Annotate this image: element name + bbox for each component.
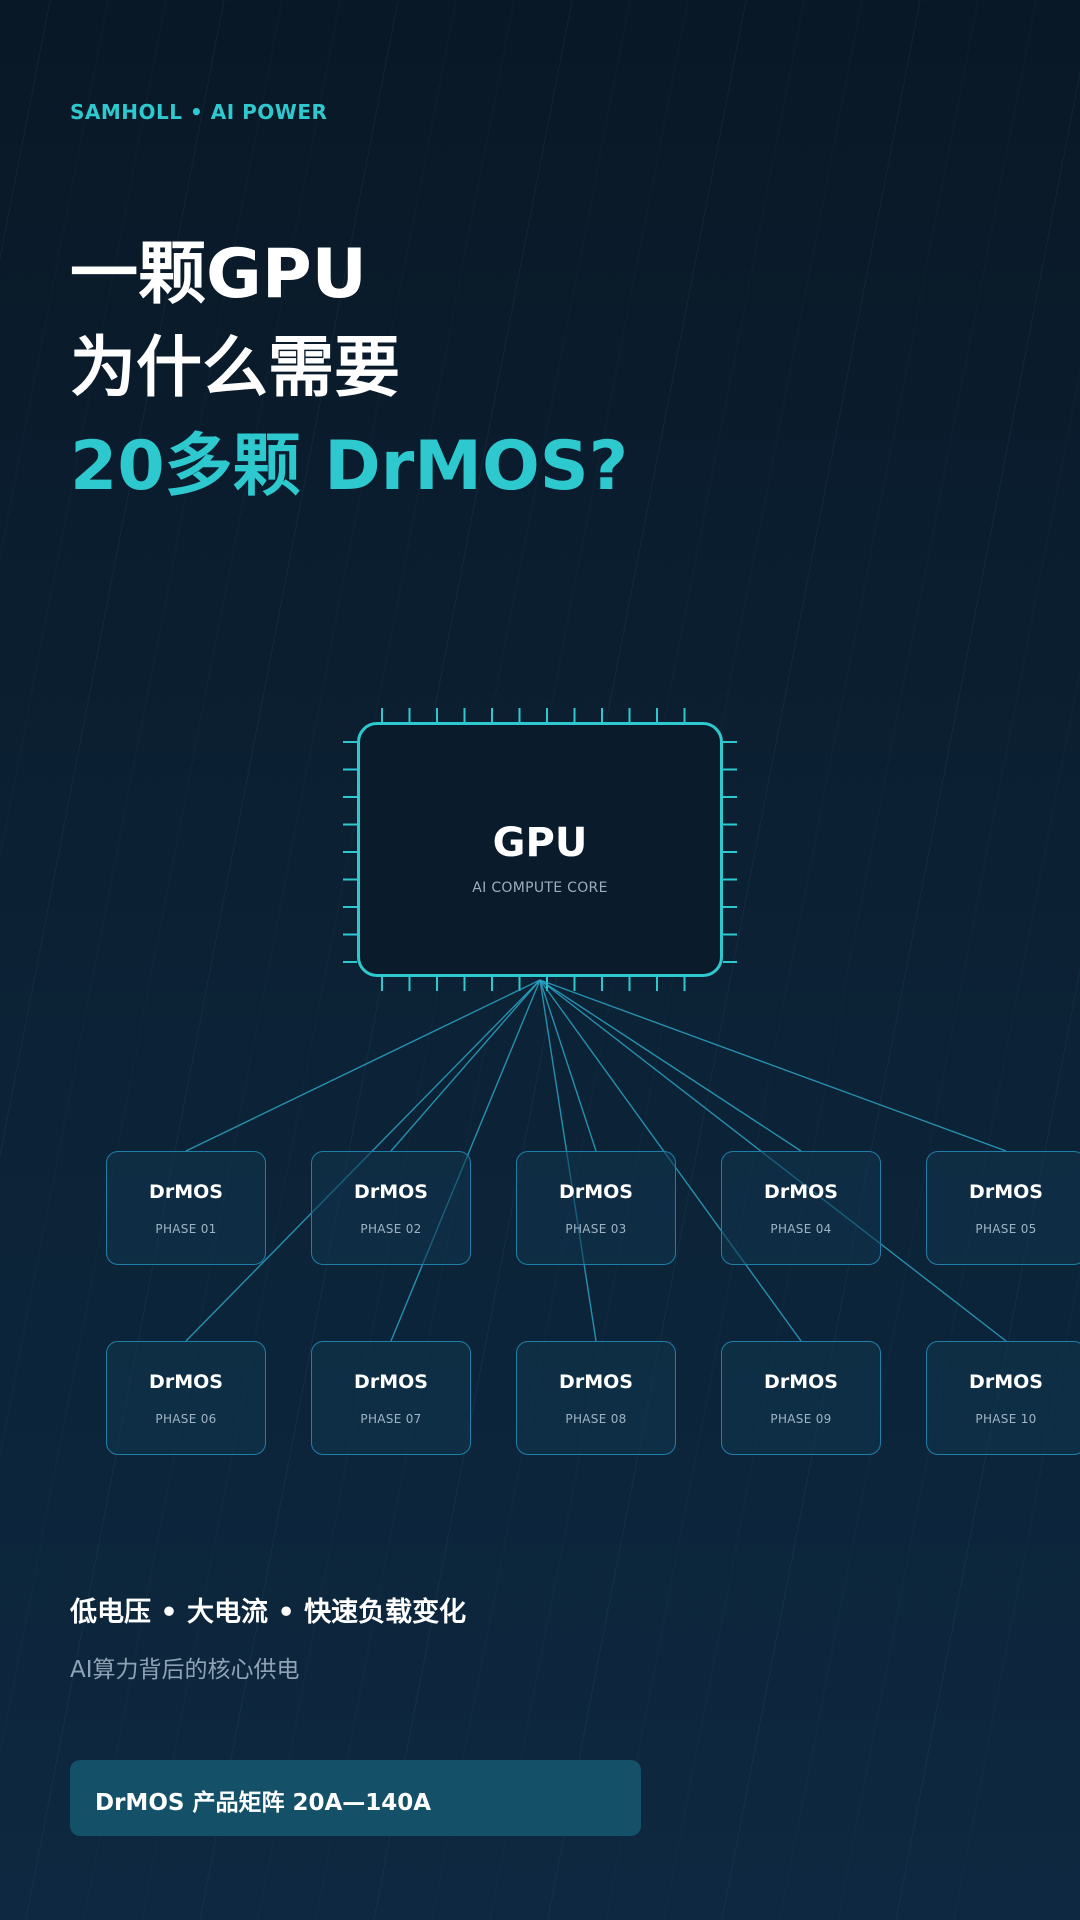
drmos-card-phase-08: DrMOS PHASE 08 [516, 1341, 676, 1455]
brand-label: SAMHOLL • AI POWER [70, 100, 328, 124]
drmos-card-phase-06: DrMOS PHASE 06 [106, 1341, 266, 1455]
drmos-card-name: DrMOS [764, 1371, 838, 1393]
drmos-card-name: DrMOS [149, 1181, 223, 1203]
drmos-card-name: DrMOS [969, 1181, 1043, 1203]
drmos-card-phase-09: DrMOS PHASE 09 [721, 1341, 881, 1455]
gpu-chip-title: GPU [492, 820, 588, 866]
drmos-card-name: DrMOS [149, 1371, 223, 1393]
drmos-card-phase: PHASE 03 [565, 1222, 627, 1236]
drmos-card-phase: PHASE 02 [360, 1222, 422, 1236]
background-streak [895, 967, 1080, 1920]
drmos-card-phase-02: DrMOS PHASE 02 [311, 1151, 471, 1265]
drmos-card-phase: PHASE 06 [155, 1412, 217, 1426]
connector-line [539, 979, 597, 1152]
drmos-card-name: DrMOS [354, 1181, 428, 1203]
background-streak [83, 0, 457, 1920]
headline-line-3: 20多颗 DrMOS? [70, 427, 629, 506]
background-streak [721, 70, 1080, 1920]
drmos-card-phase-10: DrMOS PHASE 10 [926, 1341, 1080, 1455]
drmos-card-name: DrMOS [559, 1371, 633, 1393]
connector-line [539, 979, 802, 1152]
background-streak [141, 0, 515, 1920]
drmos-card-phase: PHASE 10 [975, 1412, 1037, 1426]
drmos-card-phase-04: DrMOS PHASE 04 [721, 1151, 881, 1265]
background-streak [0, 0, 167, 860]
drmos-card-phase-07: DrMOS PHASE 07 [311, 1341, 471, 1455]
drmos-card-name: DrMOS [559, 1181, 633, 1203]
drmos-card-phase-01: DrMOS PHASE 01 [106, 1151, 266, 1265]
connector-line [185, 979, 541, 1152]
drmos-card-name: DrMOS [354, 1371, 428, 1393]
background-streak [547, 0, 921, 1920]
background-streak [779, 369, 1080, 1920]
background-streak [0, 0, 225, 1159]
drmos-card-phase: PHASE 04 [770, 1222, 832, 1236]
drmos-card-phase: PHASE 05 [975, 1222, 1037, 1236]
drmos-card-phase: PHASE 09 [770, 1412, 832, 1426]
connector-line [390, 979, 541, 1152]
feature-summary: 低电压 • 大电流 • 快速负载变化 [70, 1597, 467, 1628]
background-streak [0, 0, 283, 1458]
connector-line [539, 979, 1007, 1152]
drmos-card-phase-03: DrMOS PHASE 03 [516, 1151, 676, 1265]
drmos-card-name: DrMOS [764, 1181, 838, 1203]
headline-line-2: 为什么需要 [70, 329, 400, 406]
product-matrix-button[interactable]: DrMOS 产品矩阵 20A—140A [70, 1760, 641, 1836]
background-streak [953, 1266, 1080, 1920]
drmos-card-phase: PHASE 08 [565, 1412, 627, 1426]
background-streak [25, 0, 399, 1920]
headline-line-1: 一颗GPU [70, 235, 367, 314]
drmos-card-phase: PHASE 07 [360, 1412, 422, 1426]
background-streak [837, 668, 1080, 1920]
background-streak [605, 0, 979, 1920]
tagline: AI算力背后的核心供电 [70, 1657, 300, 1683]
drmos-card-name: DrMOS [969, 1371, 1043, 1393]
drmos-card-phase: PHASE 01 [155, 1222, 217, 1236]
drmos-card-phase-05: DrMOS PHASE 05 [926, 1151, 1080, 1265]
gpu-chip-box [357, 722, 723, 977]
background-streak [0, 0, 341, 1757]
product-matrix-button-label: DrMOS 产品矩阵 20A—140A [95, 1790, 432, 1816]
gpu-chip-subtitle: AI COMPUTE CORE [472, 880, 608, 896]
background-streak [0, 0, 109, 561]
background-streak [663, 0, 1037, 1920]
